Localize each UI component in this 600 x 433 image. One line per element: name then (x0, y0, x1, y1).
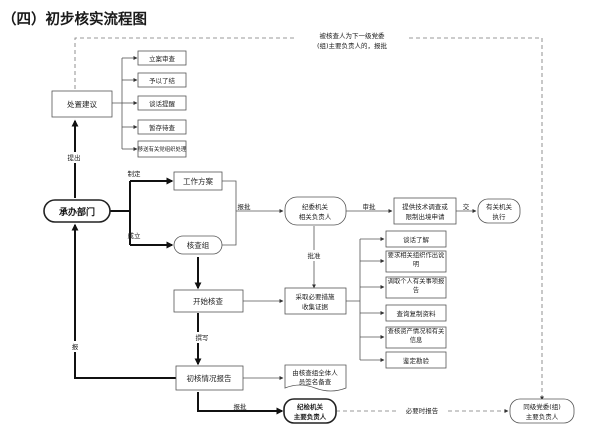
sub-box-5 (137, 140, 187, 158)
final-line1: 同级党委(组) (523, 402, 561, 411)
tech-box (393, 197, 457, 225)
sub-box-2 (137, 72, 187, 88)
startcheck-label: 开始核查 (193, 296, 223, 306)
label-approve: 报批 (238, 202, 252, 211)
connector-suggest-branch (112, 58, 123, 149)
leader2-line2: 主要负责人 (294, 412, 327, 421)
leader2-line1: 纪检机关 (297, 402, 324, 411)
method-label-2: 要求相关组织作出说明 (387, 252, 445, 268)
report-label: 初核情况报告 (187, 373, 232, 383)
leader1-line1: 纪委机关 (302, 202, 329, 211)
measures-box (284, 287, 347, 315)
method-box-2 (385, 250, 447, 273)
label-approve2: 审批 (363, 202, 377, 211)
method-box-3 (385, 276, 447, 299)
label-must-report: 必要时报告 (406, 406, 439, 415)
top-note-bg (296, 30, 408, 52)
method-label-6: 鉴定勘验 (403, 356, 430, 365)
label-make: 制定 (128, 169, 142, 178)
exec-line2: 执行 (493, 212, 507, 221)
arrow-report-dept (71, 223, 176, 379)
top-note-line2: (组)主要负责人的，报批 (317, 41, 388, 50)
connector-dept-branch (110, 181, 131, 245)
report-box (175, 365, 244, 391)
label-ratify: 批准 (308, 251, 322, 260)
label-report-back: 报 (72, 342, 79, 351)
label-report-submit: 报批 (234, 402, 248, 411)
final-box (509, 398, 575, 424)
method-label-4: 查询复制资料 (397, 309, 437, 318)
method-label-5: 查核资产情况和有关信息 (387, 328, 445, 344)
label-establish: 成立 (128, 231, 142, 240)
sub-box-1 (137, 50, 187, 66)
leader1-line2: 相关负责人 (299, 212, 332, 221)
sub-label-3: 谈话提醒 (149, 99, 176, 108)
method-label-1: 谈话了解 (403, 235, 430, 244)
method-box-4 (385, 304, 447, 322)
groupsign-box (284, 364, 347, 392)
method-box-6 (385, 351, 447, 369)
exec-box (477, 198, 521, 224)
workplan-label: 工作方案 (183, 176, 213, 186)
exec-line1: 有关机关 (486, 202, 513, 211)
dept-label: 承办部门 (59, 206, 95, 218)
sub-box-4 (137, 119, 187, 135)
checkgroup-box (173, 235, 223, 255)
label-write: 撰写 (196, 333, 209, 342)
sub-label-1: 立案审查 (149, 54, 176, 63)
method-box-5 (385, 326, 447, 349)
sub-label-4: 暂存待查 (149, 123, 176, 132)
groupsign-line1: 由核查组全体人 (292, 368, 338, 377)
startcheck-box (173, 289, 244, 313)
tech-line2: 限制出境申请 (406, 212, 446, 221)
leader1-box (284, 196, 347, 226)
groupsign-line2: 员签名备查 (299, 377, 332, 386)
sub-box-3 (137, 95, 187, 111)
arrow-to-leader1 (222, 209, 284, 246)
leader2-box (283, 398, 337, 424)
dept-box (43, 199, 111, 223)
page-title: （四）初步核实流程图 (2, 12, 147, 28)
checkgroup-label: 核查组 (187, 240, 210, 250)
measures-line2: 收集证据 (302, 302, 329, 311)
arrow-to-leader2 (197, 392, 284, 415)
suggest-label: 处置建议 (67, 99, 97, 109)
tech-line1: 提供技术调查或 (402, 202, 448, 211)
label-propose: 提出 (68, 153, 81, 162)
suggest-box (51, 90, 113, 118)
measures-line1: 采取必要措施 (296, 292, 336, 301)
connector-workplan (222, 180, 237, 211)
sub-label-2: 予以了结 (149, 76, 176, 85)
workplan-box (173, 171, 223, 191)
top-note-line1: 被核查人为下一级党委 (320, 31, 386, 40)
connector-methods-branch (346, 239, 361, 360)
method-box-1 (385, 230, 447, 248)
label-deliver: 交 (463, 202, 470, 211)
sub-label-5: 移送有关党组织处理 (138, 145, 187, 153)
method-label-3: 调取个人有关事项报告 (387, 278, 445, 294)
final-line2: 主要负责人 (526, 412, 559, 421)
